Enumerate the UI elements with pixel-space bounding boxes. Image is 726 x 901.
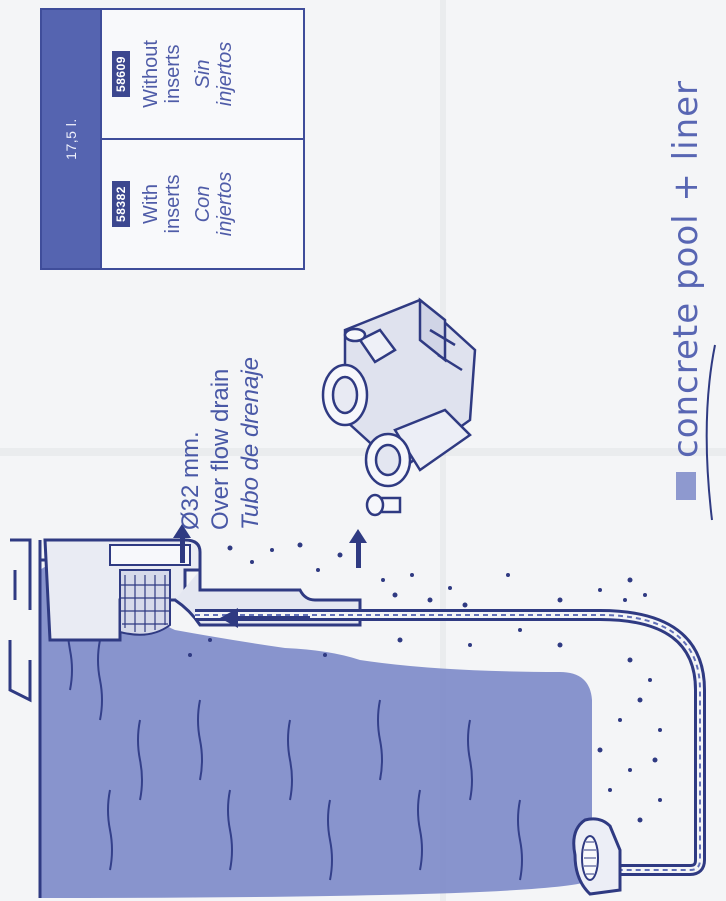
drain-diameter: Ø32 mm. xyxy=(176,300,206,530)
caption-text: concrete pool + liner xyxy=(666,80,706,458)
section-caption: concrete pool + liner xyxy=(658,0,713,901)
option-label-es: Con injertos xyxy=(192,172,236,236)
drain-label-en: Over flow drain xyxy=(206,300,236,530)
product-code-badge: 58382 xyxy=(112,181,130,227)
option-label-en: Without inserts xyxy=(140,40,184,108)
drain-label-es: Tubo de drenaje xyxy=(236,300,266,530)
drain-label-group: Ø32 mm. Over flow drain Tubo de drenaje xyxy=(176,300,276,530)
option-label-es: Sin injertos xyxy=(192,42,236,106)
drain-arrow-icon xyxy=(173,524,367,568)
capacity-header: 17,5 l. xyxy=(42,10,102,268)
capacity-table: 17,5 l. 58382 With inserts Con injertos … xyxy=(40,8,305,270)
option-label-en: With inserts xyxy=(140,175,184,234)
option-with-inserts: 58382 With inserts Con injertos xyxy=(102,138,303,268)
product-code-badge: 58609 xyxy=(112,51,130,97)
pump-icon xyxy=(323,300,475,515)
caption-marker xyxy=(676,472,696,500)
return-inlet-icon xyxy=(574,819,620,894)
skimmer-icon xyxy=(45,540,360,640)
option-without-inserts: 58609 Without inserts Sin injertos xyxy=(102,10,303,138)
